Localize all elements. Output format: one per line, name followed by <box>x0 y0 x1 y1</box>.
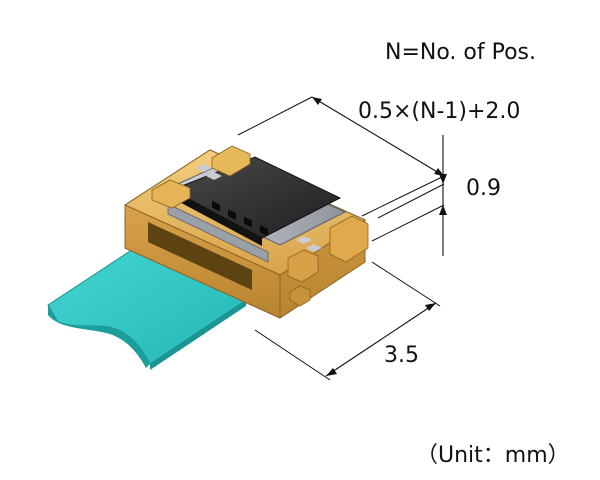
dimension-height <box>371 135 447 256</box>
width-formula-label: 0.5×(N-1)+2.0 <box>358 99 520 124</box>
height-label: 0.9 <box>466 176 501 201</box>
connector-body <box>123 145 369 319</box>
unit-label: （Unit：mm） <box>416 443 570 468</box>
dimension-depth <box>254 261 441 381</box>
note-label: N=No. of Pos. <box>385 40 536 65</box>
depth-label: 3.5 <box>384 343 419 368</box>
